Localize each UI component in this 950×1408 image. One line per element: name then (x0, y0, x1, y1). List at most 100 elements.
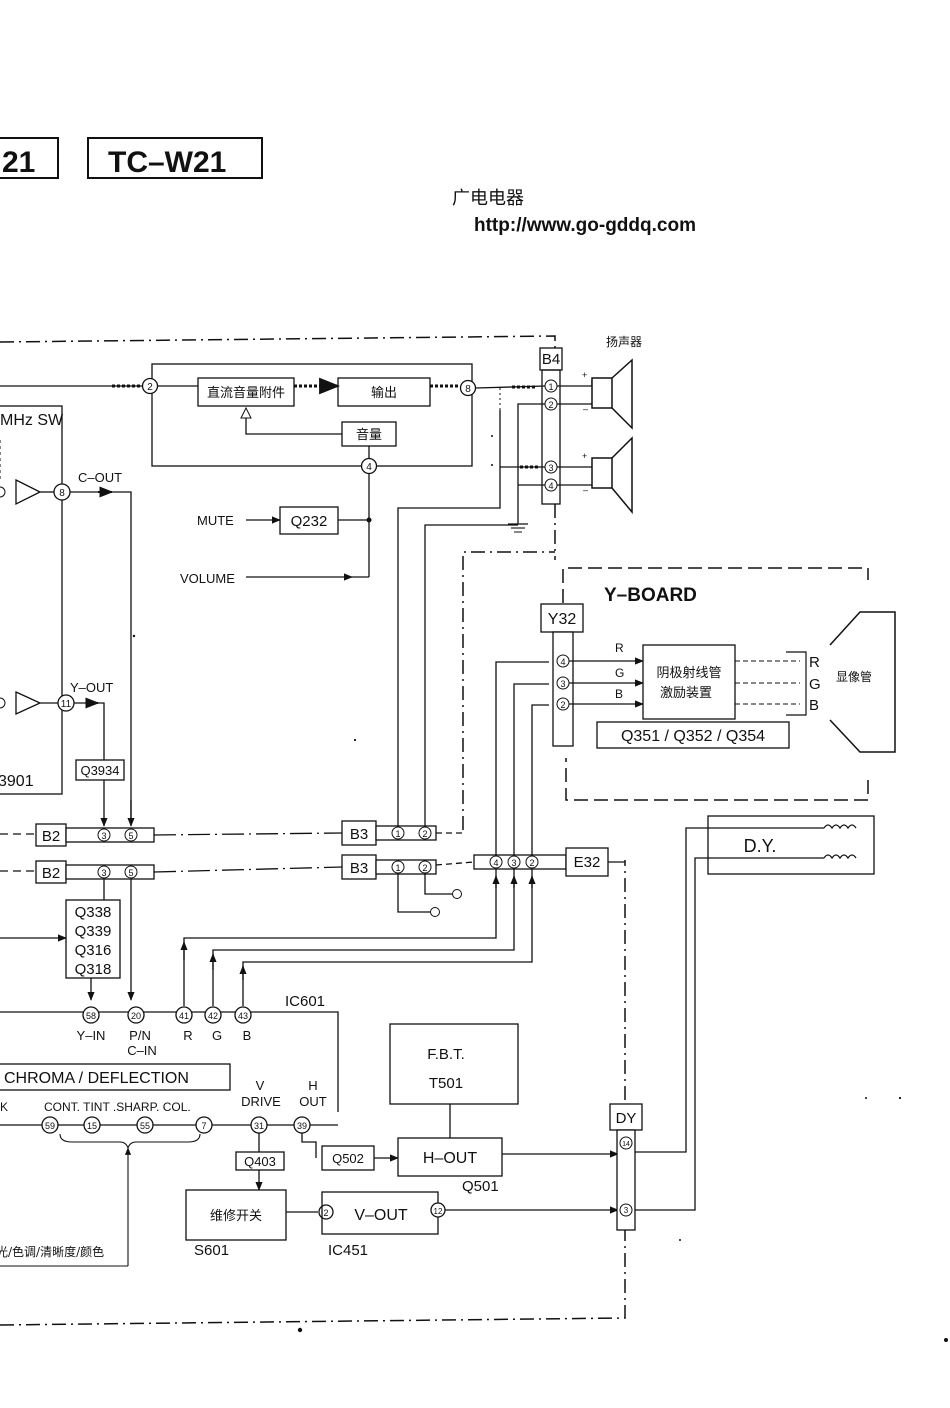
crt-g: G (809, 676, 821, 693)
c-out-label: C–OUT (78, 470, 122, 485)
controls-cn-label: 光/色调/清晰度/颜色 (0, 1244, 104, 1259)
model-box-right (87, 137, 263, 179)
s601-label: S601 (194, 1242, 229, 1259)
speaker-1-plus: + (582, 370, 587, 380)
ic-pin-42: 42 (208, 1011, 218, 1021)
b2-upper-pin-3: 3 (101, 831, 106, 841)
y-board: Y–BOARD Y32 4 3 2 R G B 阴极射线管 激励装置 Q351 … (540, 567, 896, 801)
e32-group: 4 3 2 E32 (180, 661, 625, 1006)
q403-label: Q403 (244, 1154, 276, 1169)
b2-upper-label: B2 (42, 828, 60, 845)
speaker-label: 扬声器 (606, 334, 642, 349)
q403-block (235, 1151, 285, 1171)
yb-transistors-box (596, 721, 790, 749)
b2-lower-pin-5: 5 (128, 868, 133, 878)
dy-coil-label: D.Y. (744, 836, 777, 856)
ic-pin-43: 43 (238, 1011, 248, 1021)
c-out-pin-8: 8 (59, 488, 65, 499)
chroma-title-box (0, 1063, 231, 1091)
crt-b: B (809, 697, 819, 714)
b3-lower-label: B3 (350, 860, 368, 877)
ic-pin-20: 20 (131, 1011, 141, 1021)
source-url: http://www.go-gddq.com (474, 215, 696, 236)
scan-specks (132, 435, 948, 1342)
b3-upper-pin-2: 2 (422, 829, 427, 839)
dc-volume-label: 直流音量附件 (207, 385, 285, 401)
yb-r-label: R (615, 641, 624, 655)
model-title: TC–W21 (108, 146, 226, 179)
q232-label: Q232 (291, 513, 328, 530)
service-switch-label: 维修开关 (210, 1209, 262, 1224)
vout-pin-2: 2 (323, 1208, 328, 1218)
b2-upper-pin-5: 5 (128, 831, 133, 841)
q3934-block (75, 759, 125, 781)
crt-driver-line1: 阴极射线管 (656, 665, 721, 681)
ic-pin-7: 7 (201, 1121, 206, 1131)
q338: Q338 (75, 904, 112, 921)
e32-pin-3: 3 (511, 858, 516, 868)
ic601-outline (0, 1011, 339, 1112)
dy-coil-group: D.Y. (632, 815, 875, 1211)
e32-label: E32 (574, 854, 601, 871)
v-label: V (256, 1078, 265, 1093)
vout-pin-12: 12 (434, 1207, 443, 1216)
yb-transistors: Q351 / Q352 / Q354 (621, 728, 765, 745)
ic451-label: IC451 (328, 1242, 368, 1259)
q3934-label: Q3934 (80, 763, 119, 778)
audio-pin-8-label: 8 (465, 384, 471, 395)
b4-pin-2: 2 (548, 400, 553, 410)
y32-label: Y32 (548, 611, 577, 628)
c-out-amp (15, 478, 42, 506)
ic-pin-59: 59 (45, 1121, 55, 1131)
t501-label: T501 (429, 1075, 463, 1092)
b4-pin-4: 4 (548, 481, 553, 491)
y-in-label: Y–IN (77, 1028, 106, 1043)
yb-b-label: B (615, 687, 623, 701)
dy-pin-14: 14 (622, 1141, 630, 1148)
drive-label: DRIVE (241, 1094, 281, 1109)
fbt-label: F.B.T. (427, 1046, 465, 1063)
ic-pin-39: 39 (297, 1121, 307, 1131)
ic-r-label: R (183, 1028, 192, 1043)
b2-lower-pin-3: 3 (101, 868, 106, 878)
q502-label: Q502 (332, 1151, 364, 1166)
y32-pin-3: 3 (560, 679, 565, 689)
dy-connector-box (609, 1103, 643, 1131)
b4-connector (541, 369, 561, 505)
y-out-label: Y–OUT (70, 680, 113, 695)
h-out-label: H–OUT (423, 1150, 477, 1167)
dc-volume-block (197, 377, 295, 407)
chroma-title: CHROMA / DEFLECTION (4, 1070, 189, 1087)
crt-outline (829, 611, 896, 753)
v-out-label: V–OUT (354, 1207, 408, 1224)
b3-lower-box (341, 854, 377, 880)
e32-pin-2: 2 (529, 858, 534, 868)
speaker-1-minus: – (583, 404, 588, 414)
audio-pin-2-label: 2 (147, 382, 153, 393)
chroma-section: Q338 Q339 Q316 Q318 IC601 58 20 41 42 43… (0, 899, 339, 1267)
ic-pin-41: 41 (179, 1011, 189, 1021)
yb-g-label: G (615, 666, 624, 680)
k-fragment: K (0, 1100, 8, 1114)
q318: Q318 (75, 961, 112, 978)
service-switch-block (185, 1189, 287, 1241)
y32-pin-2: 2 (560, 700, 565, 710)
audio-section: 2 直流音量附件 输出 8 音量 4 MUTE Q232 VOLUME B4 1… (0, 334, 642, 586)
video-module-box (0, 405, 63, 795)
ic-b-label: B (243, 1028, 252, 1043)
crt-r: R (809, 654, 820, 671)
y32-box (540, 603, 584, 633)
ic-pin-15: 15 (87, 1121, 97, 1131)
speaker-2 (591, 457, 613, 489)
b4-pin-1: 1 (548, 382, 553, 392)
out-label: OUT (299, 1094, 327, 1109)
dy-coil-box (707, 815, 875, 875)
dy-connector (616, 1129, 636, 1231)
ic-fragment-label: 3901 (0, 773, 34, 790)
q501-label: Q501 (462, 1178, 499, 1195)
b3-upper-box (341, 820, 377, 846)
speaker-2-plus: + (582, 451, 587, 461)
ic-g-label: G (212, 1028, 222, 1043)
q316: Q316 (75, 942, 112, 959)
